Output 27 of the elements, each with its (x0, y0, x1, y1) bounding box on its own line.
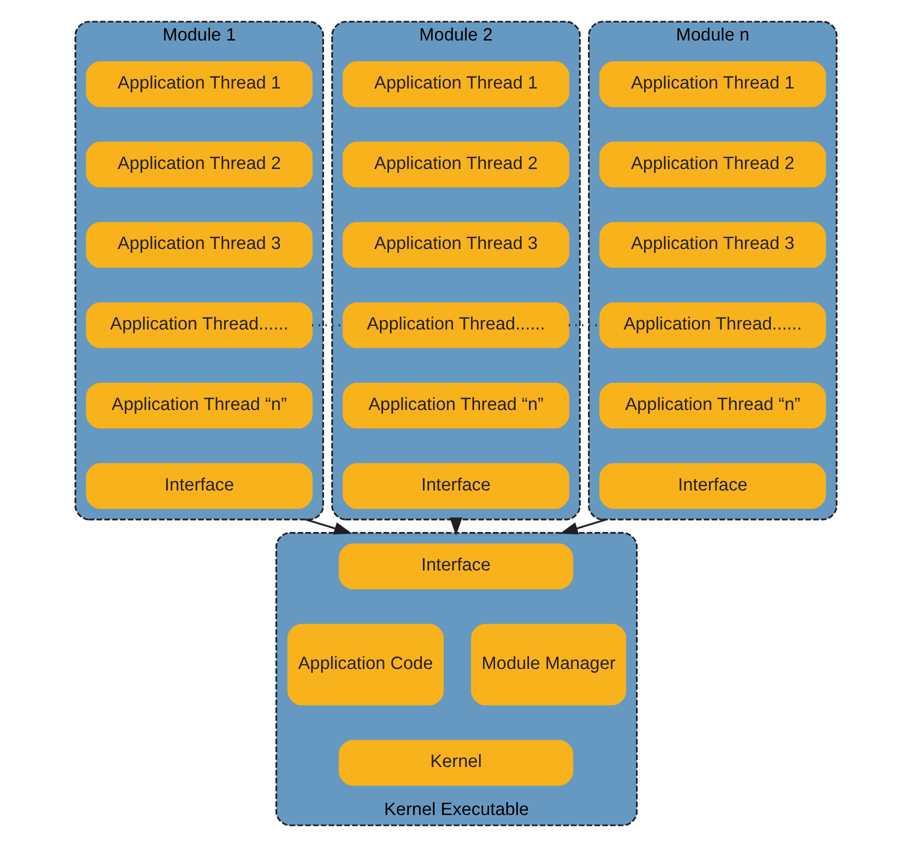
node-box: Application Thread 3 (342, 222, 569, 268)
node-box: Application Thread...... (342, 302, 569, 348)
node-box: Application Thread 3 (598, 222, 826, 268)
node-box: Application Thread...... (598, 302, 826, 348)
node-box: Application Thread 3 (86, 222, 312, 268)
node-box: Kernel (338, 740, 573, 786)
node-box: Application Thread 2 (342, 142, 569, 188)
node-box: Interface (598, 463, 826, 509)
connector (312, 324, 342, 326)
arrow (449, 517, 462, 536)
node-box: Application Thread 1 (598, 61, 826, 108)
node-box: Application Thread 2 (598, 142, 826, 188)
node-box: Application Code (286, 624, 444, 706)
node-box: Interface (86, 463, 312, 509)
node-box: Interface (342, 463, 569, 509)
connector (568, 324, 600, 326)
node-box: Application Thread...... (86, 302, 312, 348)
node-box: Application Thread “n” (342, 382, 569, 429)
node-box: Application Thread 1 (342, 61, 569, 108)
node-box: Application Thread “n” (86, 382, 312, 429)
arrow (304, 518, 352, 534)
node-box: Module Manager (470, 624, 626, 706)
node-box: Application Thread 2 (86, 142, 312, 188)
arrow (559, 518, 606, 534)
node-box: Application Thread 1 (86, 61, 312, 108)
node-box: Interface (338, 543, 573, 590)
node-box: Application Thread “n” (598, 382, 826, 429)
